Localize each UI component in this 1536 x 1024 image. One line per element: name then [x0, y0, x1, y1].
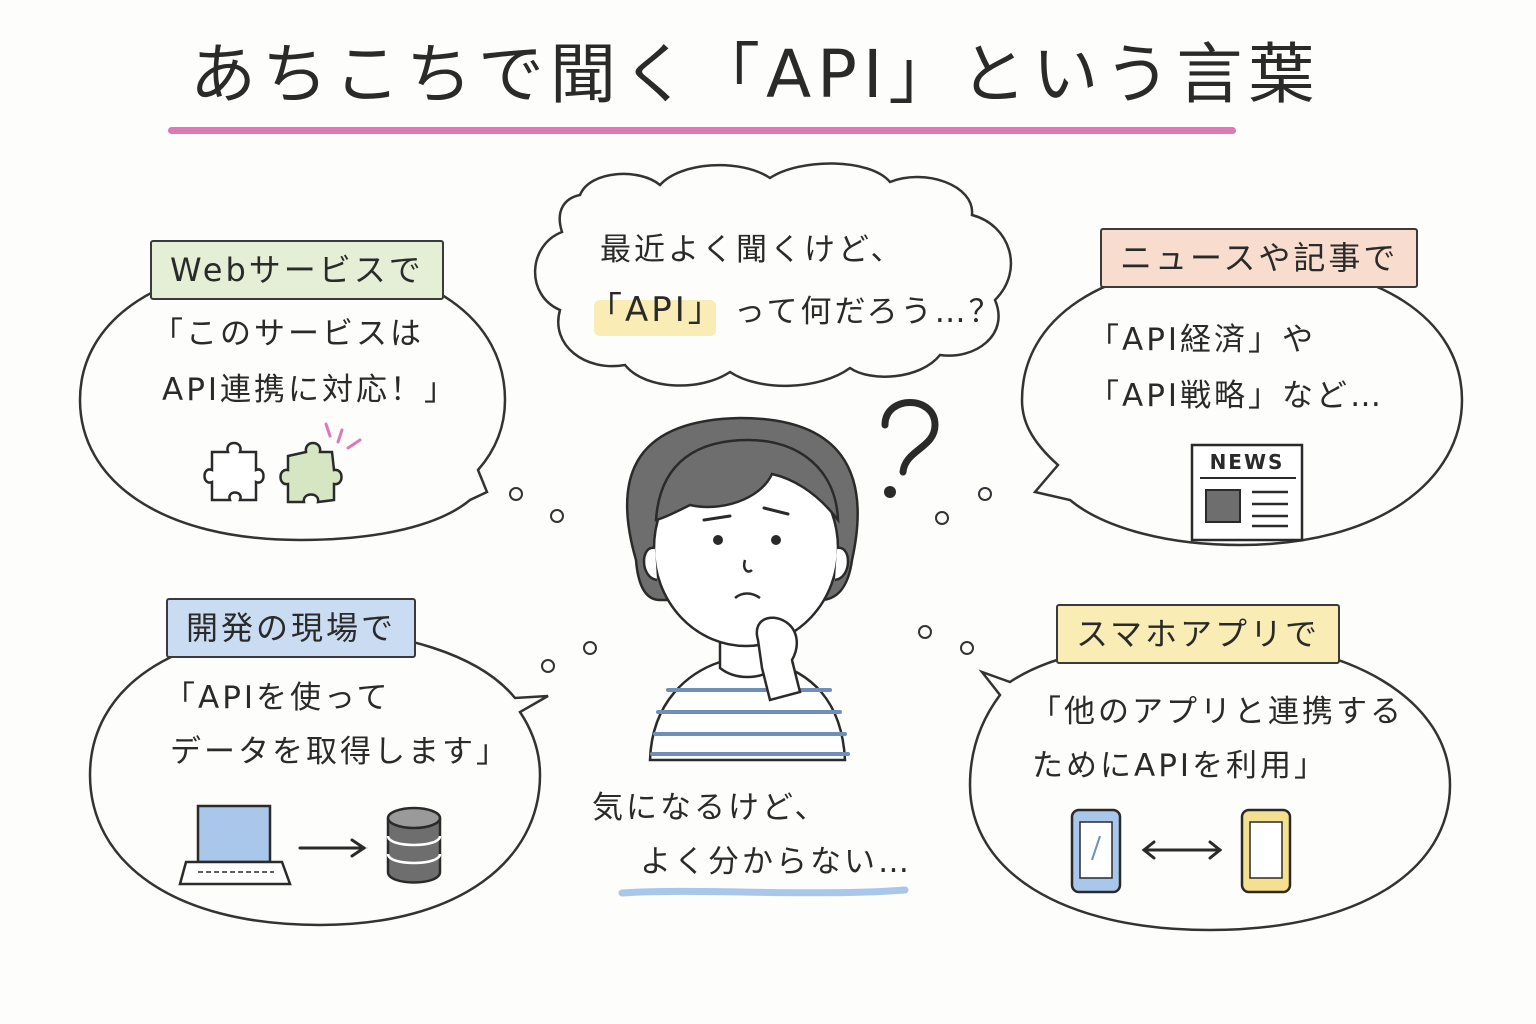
dev-quote-line2: データを取得します」 — [170, 734, 510, 770]
newspaper-icon — [1190, 443, 1304, 542]
tag-web-service: Webサービスで — [150, 240, 444, 300]
tag-smartphone-app: スマホアプリで — [1056, 604, 1341, 664]
thought-dot — [550, 509, 564, 523]
double-arrow-icon — [1141, 840, 1223, 860]
thought-dot — [935, 511, 949, 525]
web-quote-line2: API連携に対応！」 — [162, 372, 459, 408]
database-icon — [386, 806, 442, 884]
title-underline — [168, 127, 1236, 134]
thought-line2-rest: って何だろう…？ — [734, 294, 1003, 330]
thought-dot — [960, 641, 974, 655]
thought-dot — [583, 641, 597, 655]
speech-bubble-dev — [88, 628, 549, 927]
hand — [755, 616, 802, 702]
question-mark-icon — [881, 399, 939, 498]
puzzle-icon — [203, 441, 265, 502]
thought-dot — [509, 487, 523, 501]
page-title: あちこちで聞く「API」という言葉 — [190, 36, 1321, 113]
laptop-icon — [178, 804, 292, 886]
speech-bubble-app — [968, 638, 1452, 932]
caption-line2: よく分からない… — [640, 844, 912, 880]
confused-person-illustration — [625, 416, 859, 762]
speech-bubble-web — [78, 260, 507, 542]
thought-dot — [541, 659, 555, 673]
sparkle-lines — [324, 422, 362, 450]
thought-api-word: 「API」 — [588, 290, 725, 330]
smartphone-icon — [1070, 808, 1122, 894]
smartphone-icon — [1240, 808, 1292, 894]
thought-dot — [978, 487, 992, 501]
app-quote-line1: 「他のアプリと連携する — [1030, 694, 1404, 730]
puzzle-icon — [279, 441, 343, 504]
app-quote-line2: ためにAPIを利用」 — [1032, 748, 1329, 784]
dev-quote-line1: 「APIを使って — [164, 680, 391, 716]
api-highlight — [594, 300, 716, 336]
arrow-icon — [298, 838, 367, 858]
thought-cloud — [533, 162, 1013, 387]
thought-line1: 最近よく聞くけど、 — [600, 232, 905, 268]
newspaper-label: NEWS — [1209, 450, 1285, 474]
caption-underline — [618, 886, 909, 897]
caption-line1: 気になるけど、 — [592, 790, 829, 826]
news-quote-line1: 「API経済」や — [1088, 322, 1317, 358]
tag-development: 開発の現場で — [166, 598, 417, 658]
speech-bubble-news — [1020, 260, 1464, 547]
thought-dot — [918, 625, 932, 639]
web-quote-line1: 「このサービスは — [152, 316, 424, 352]
tag-news: ニュースや記事で — [1100, 228, 1419, 288]
news-quote-line2: 「API戦略」など… — [1088, 378, 1385, 414]
